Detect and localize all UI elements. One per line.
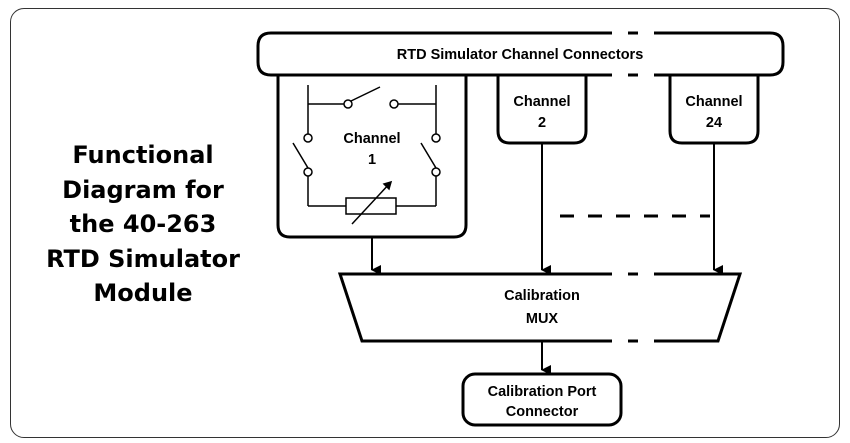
title-line: Diagram for — [62, 175, 224, 204]
connectors-label: RTD Simulator Channel Connectors — [397, 47, 644, 63]
diagram-frame — [10, 8, 840, 438]
channel-24-block: Channel 24 — [668, 75, 760, 145]
channel-24-label-line2: 24 — [706, 115, 722, 131]
port-label-line1: Calibration Port — [488, 384, 597, 400]
diagram-title: Functional Diagram for the 40-263 RTD Si… — [28, 138, 258, 311]
channel-24-label-line1: Channel — [685, 94, 742, 110]
channel-1-block: Channel 1 — [276, 75, 468, 239]
port-label-line2: Connector — [506, 404, 579, 420]
calibration-mux — [337, 272, 743, 343]
title-line: Module — [93, 279, 193, 307]
channel-1-label-line1: Channel — [343, 131, 400, 147]
title-line: RTD Simulator — [46, 244, 240, 273]
mux-label-line2: MUX — [526, 311, 559, 327]
channel-2-block: Channel 2 — [496, 75, 588, 145]
channel-2-label-line2: 2 — [538, 115, 546, 131]
title-line: Functional — [72, 141, 214, 169]
channel-1-circuit — [292, 85, 441, 225]
calibration-port-connector: Calibration Port Connector — [461, 372, 623, 427]
channel-1-label-line2: 1 — [368, 152, 376, 168]
channel-connectors-bar: RTD Simulator Channel Connectors — [256, 31, 785, 77]
channel-2-label-line1: Channel — [513, 94, 570, 110]
channel-arrows — [371, 143, 723, 275]
title-line: the 40-263 — [69, 210, 217, 238]
mux-label-line1: Calibration — [504, 288, 580, 304]
